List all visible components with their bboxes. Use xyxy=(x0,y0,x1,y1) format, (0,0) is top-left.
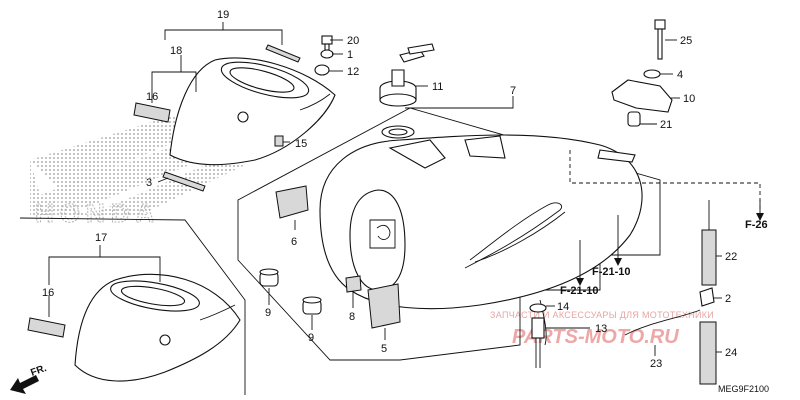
callout-6: 6 xyxy=(291,236,297,248)
mount-rubber-10 xyxy=(611,79,673,113)
section-divider xyxy=(19,217,246,395)
callout-18: 18 xyxy=(170,45,182,57)
diagram-code: MEG9F2100 xyxy=(718,384,769,394)
grommet-12 xyxy=(314,64,330,76)
callout-4: 4 xyxy=(677,69,683,81)
ref-line-f26 xyxy=(569,150,761,210)
callout-9-left: 9 xyxy=(265,307,271,319)
callout-16-lower: 16 xyxy=(42,287,54,299)
hose-23 xyxy=(624,309,701,336)
callout-10: 10 xyxy=(683,93,695,105)
callout-16-upper: 16 xyxy=(146,91,158,103)
callout-22: 22 xyxy=(725,251,737,263)
ref-arrowhead-f26 xyxy=(756,213,764,221)
lower-tank-cover xyxy=(74,273,241,382)
callout-2: 2 xyxy=(725,293,731,305)
callout-13: 13 xyxy=(595,323,607,335)
clip-2 xyxy=(699,287,715,307)
fuel-tank xyxy=(319,125,643,346)
collar-21 xyxy=(627,111,641,127)
side-strip xyxy=(162,171,206,192)
callout-7: 7 xyxy=(510,85,516,97)
pad-8 xyxy=(345,275,362,293)
damper-9-left xyxy=(259,268,279,287)
watermark-site: PARTS-MOTO.RU xyxy=(512,326,679,348)
hose-24 xyxy=(699,321,717,385)
callout-5: 5 xyxy=(381,343,387,355)
ref-f2110-b: F-21-10 xyxy=(560,285,599,297)
front-direction-arrow xyxy=(10,375,39,394)
washer-4 xyxy=(643,69,661,79)
callout-3: 3 xyxy=(146,177,152,189)
hose-22 xyxy=(701,229,717,286)
callout-24: 24 xyxy=(725,347,737,359)
callout-9-right: 9 xyxy=(308,332,314,344)
callout-19: 19 xyxy=(217,9,229,21)
ref-arrowhead-b xyxy=(576,278,584,286)
honda-brand-watermark: HONDA xyxy=(35,198,160,228)
callout-12: 12 xyxy=(347,66,359,78)
bolt-25 xyxy=(654,19,666,60)
callout-21: 21 xyxy=(660,119,672,131)
watermark-caption: ЗАПЧАСТИ И АКСЕССУАРЫ ДЛЯ МОТОТЕХНИКИ xyxy=(490,310,714,320)
callout-8: 8 xyxy=(349,311,355,323)
fuel-cap xyxy=(379,43,435,107)
front-arrow-label: FR. xyxy=(29,363,48,379)
damper-9-right xyxy=(302,296,322,315)
callout-11: 11 xyxy=(432,81,443,93)
cover-strip xyxy=(265,44,301,63)
pad-5 xyxy=(367,283,401,329)
callout-15: 15 xyxy=(295,138,307,150)
callout-1: 1 xyxy=(347,49,353,61)
leader-lines xyxy=(48,22,722,356)
callout-20: 20 xyxy=(347,35,359,47)
cap-15 xyxy=(274,135,284,147)
washer-1 xyxy=(320,49,334,59)
fuel-valve xyxy=(529,303,547,368)
upper-strip xyxy=(133,102,171,123)
pad-6 xyxy=(275,185,309,219)
ref-f2110-a: F-21-10 xyxy=(592,266,631,278)
callout-23: 23 xyxy=(650,358,662,370)
upper-tank-cover xyxy=(169,57,336,166)
screw-20 xyxy=(321,35,333,51)
callout-17: 17 xyxy=(95,232,107,244)
ref-arrowhead-a xyxy=(614,258,622,266)
callout-14: 14 xyxy=(557,301,569,313)
callout-25: 25 xyxy=(680,35,692,47)
ref-f26: F-26 xyxy=(745,219,768,231)
lower-strip xyxy=(27,317,66,338)
